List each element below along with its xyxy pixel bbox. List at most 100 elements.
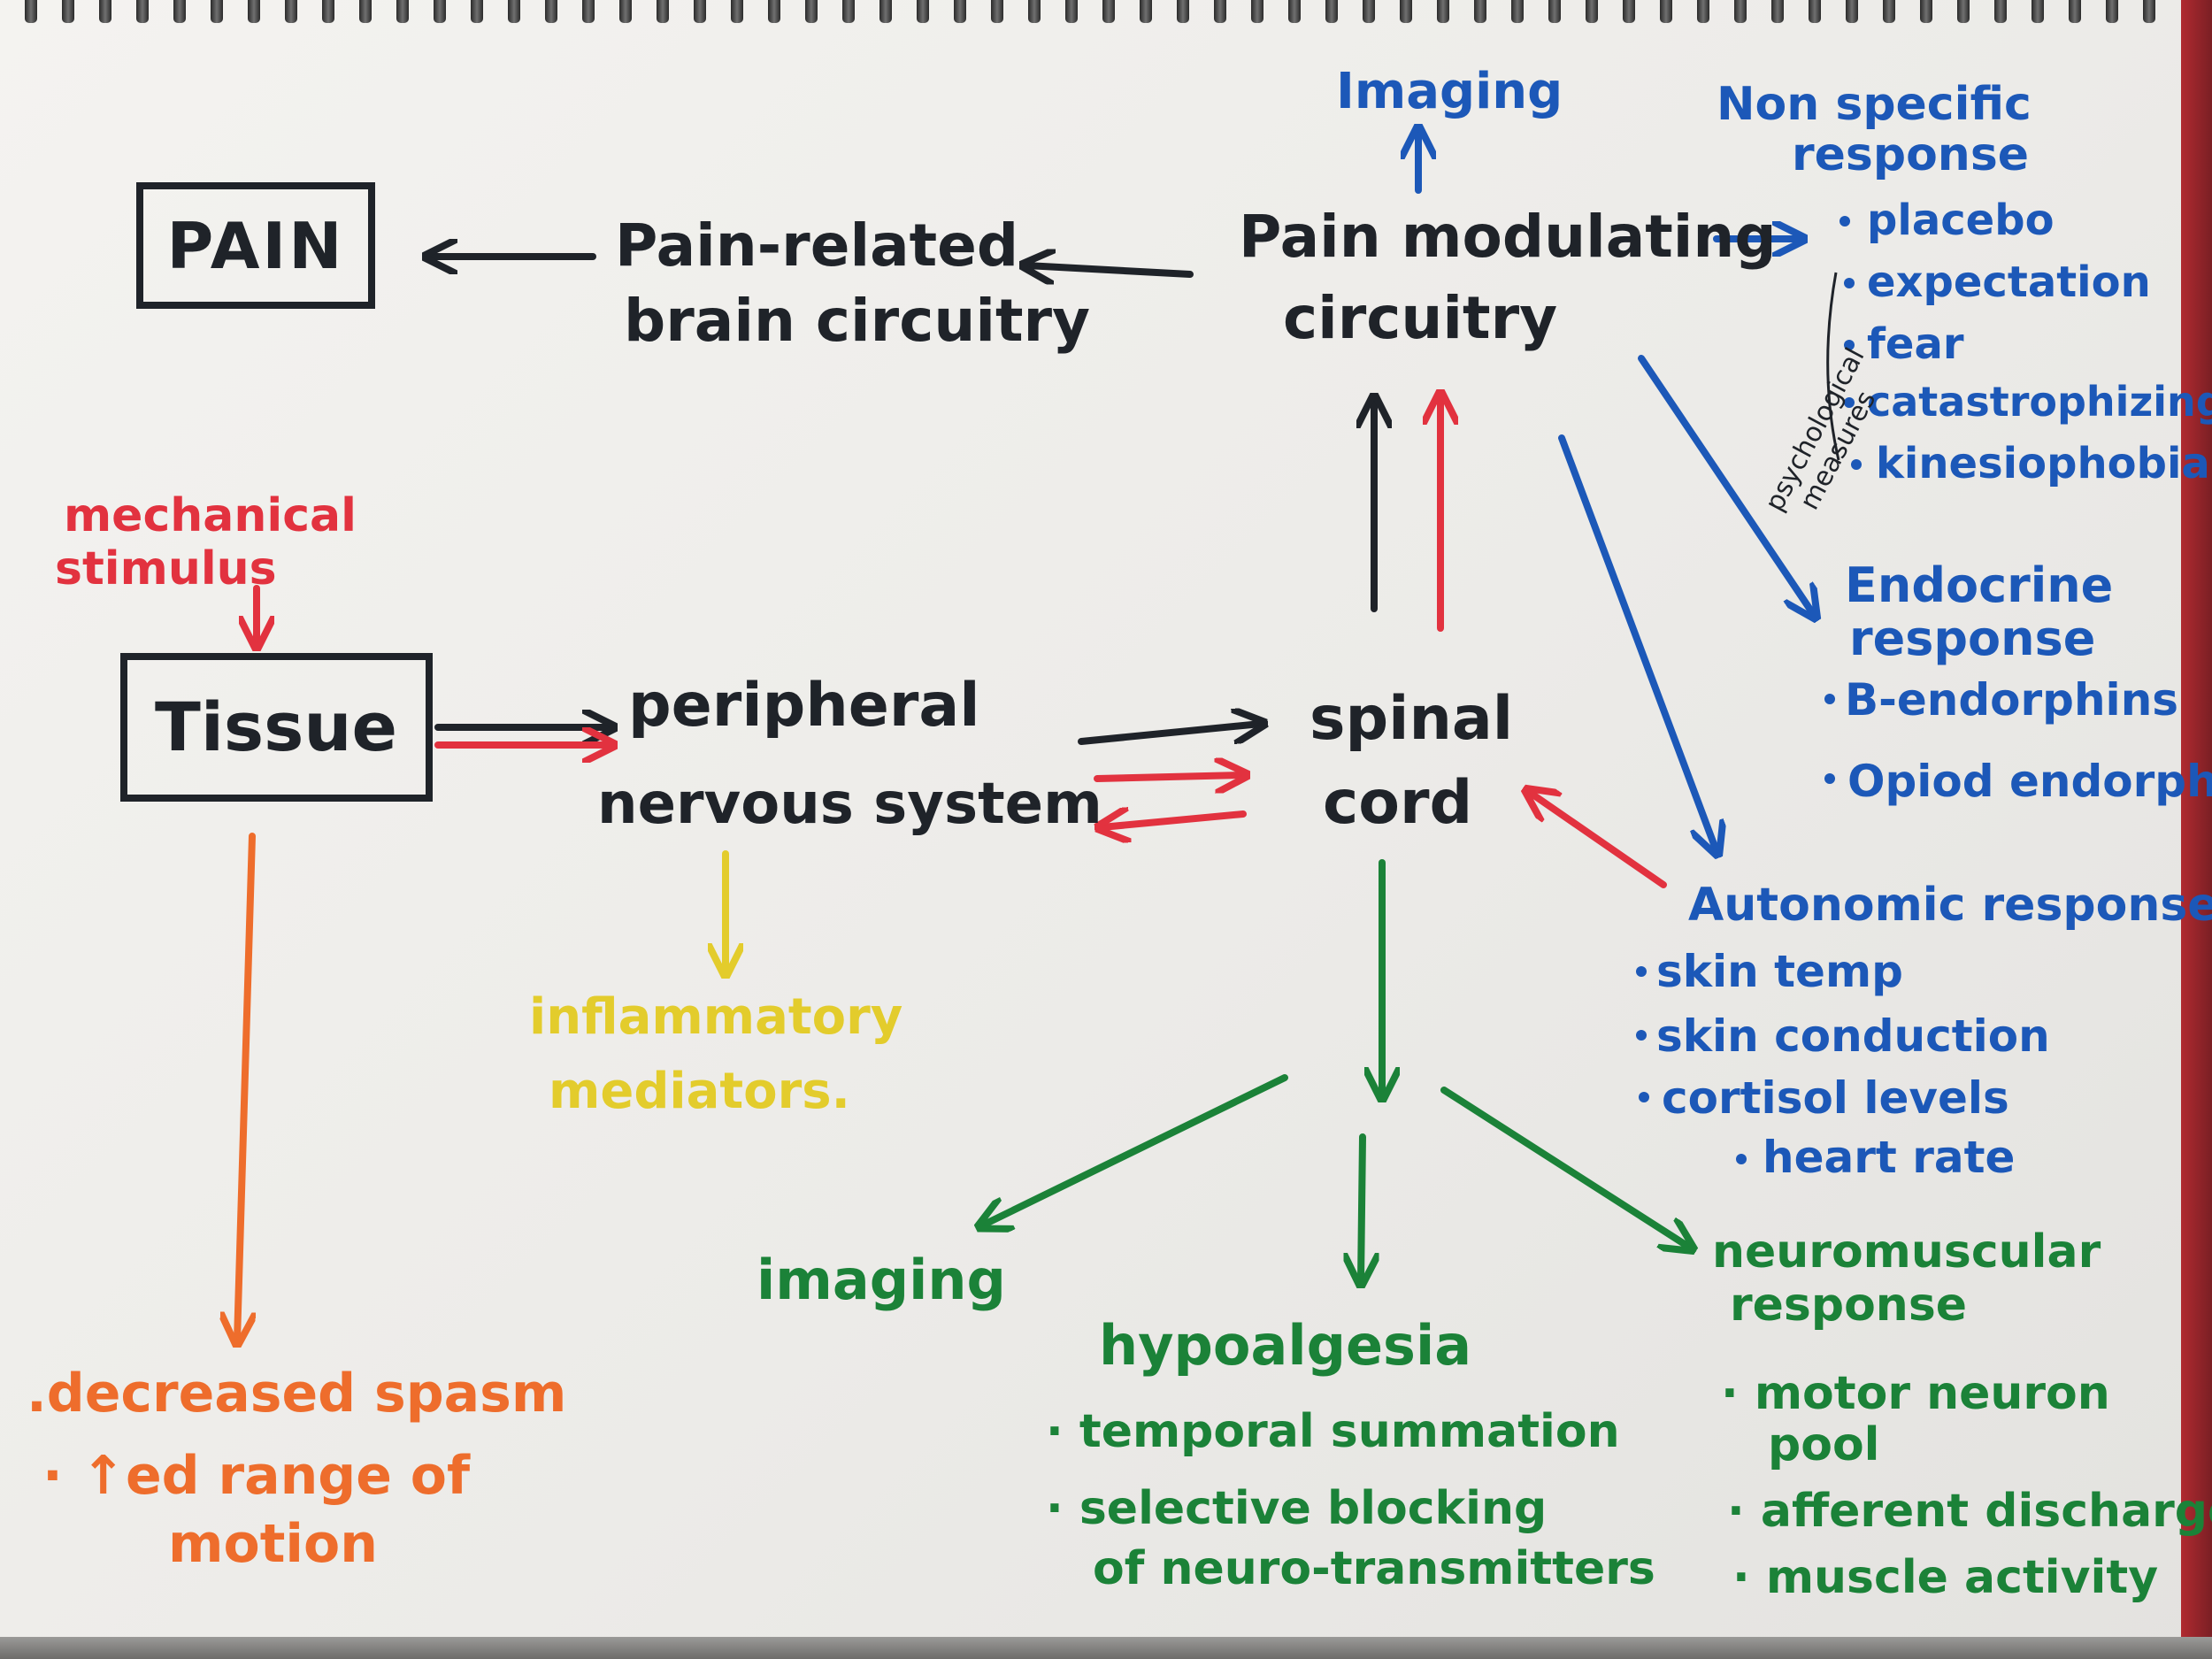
bullet xyxy=(1636,1030,1647,1041)
spinal-line1: spinal xyxy=(1310,684,1513,754)
tissue-box xyxy=(120,653,433,802)
binding-coil xyxy=(768,0,780,23)
binding-coil xyxy=(1400,0,1412,23)
binding-coil xyxy=(1734,0,1747,23)
modulating-line1: Pain modulating xyxy=(1239,203,1777,271)
bullet xyxy=(1824,694,1835,704)
binding-coil xyxy=(2069,0,2081,23)
pain-brain-line1: Pain-related xyxy=(615,211,1018,280)
bullet xyxy=(1844,278,1855,288)
binding-coil xyxy=(582,0,595,23)
nonspecific-item: catastrophizing xyxy=(1867,378,2212,426)
inflammatory-line1: inflammatory xyxy=(529,988,902,1046)
nonspecific-item: expectation xyxy=(1867,257,2151,307)
nonspecific-list: placebo expectation fear catastrophizing… xyxy=(1867,196,2212,488)
endocrine-line1: Endocrine xyxy=(1845,557,2113,613)
binding-coil xyxy=(136,0,149,23)
binding-coil xyxy=(1363,0,1375,23)
neuromuscular-item: · afferent discharge xyxy=(1727,1485,2212,1538)
nonspecific-line1: Non specific xyxy=(1717,78,2032,131)
endocrine-list: B-endorphins Opiod endorphins xyxy=(1824,674,2212,807)
binding-coil xyxy=(1846,0,1858,23)
hypoalgesia-item: of neuro-transmitters xyxy=(1093,1542,1655,1595)
bullet xyxy=(1839,216,1850,227)
neuromuscular-item: · muscle activity xyxy=(1732,1551,2158,1604)
binding-coil xyxy=(1623,0,1635,23)
tissue-effect: · ↑ed range of xyxy=(42,1445,471,1507)
binding-coil xyxy=(1437,0,1449,23)
mechanical-line2: stimulus xyxy=(55,542,277,595)
binding-coil xyxy=(545,0,557,23)
spinal-line2: cord xyxy=(1323,768,1472,838)
pain-box xyxy=(136,182,375,309)
autonomic-item: cortisol levels xyxy=(1662,1072,2009,1124)
notebook-bottom-edge xyxy=(0,1637,2212,1659)
mechanical-line1: mechanical xyxy=(64,489,357,542)
tissue-effect: .decreased spasm xyxy=(27,1363,566,1425)
nonspecific-item: fear xyxy=(1867,319,1964,369)
binding-coil xyxy=(2143,0,2155,23)
binding-coil xyxy=(694,0,706,23)
binding-coil xyxy=(62,0,74,23)
autonomic-item: skin conduction xyxy=(1656,1010,2050,1062)
notebook-cover-edge xyxy=(2181,0,2212,1659)
binding-coil xyxy=(396,0,409,23)
arrow-to-neuromuscular xyxy=(1440,1087,1690,1248)
pns-line1: peripheral xyxy=(628,671,980,741)
binding-coil xyxy=(1325,0,1338,23)
arrow-tissue-to-effects xyxy=(237,833,256,1340)
bullet xyxy=(1824,773,1835,784)
arrow-modulating-to-brain xyxy=(1026,265,1194,274)
binding-coil xyxy=(1883,0,1895,23)
tissue-effect: motion xyxy=(168,1513,378,1575)
imaging-top-label: Imaging xyxy=(1336,63,1563,120)
hypoalgesia-label: hypoalgesia xyxy=(1099,1313,1471,1378)
arrow-autonomic-to-spinal xyxy=(1529,792,1667,888)
bullet xyxy=(1844,340,1855,350)
endocrine-item: B-endorphins xyxy=(1845,674,2178,726)
arrow-pns-to-spinal-black xyxy=(1078,724,1261,745)
binding-coil xyxy=(1771,0,1784,23)
binding-coil xyxy=(917,0,929,23)
arrow-to-imaging-bottom xyxy=(982,1074,1288,1225)
modulating-line2: circuitry xyxy=(1283,284,1557,352)
binding-coil xyxy=(508,0,520,23)
hypoalgesia-item: · selective blocking xyxy=(1046,1482,1547,1535)
neuromuscular-item: · motor neuron xyxy=(1721,1367,2110,1420)
nonspecific-item: kinesiophobia xyxy=(1876,439,2210,488)
endocrine-line2: response xyxy=(1849,611,2095,666)
arrow-modulating-to-endocrine xyxy=(1638,355,1814,615)
tissue-label: Tissue xyxy=(155,687,397,766)
arrow-spinal-to-pns-red xyxy=(1102,814,1247,827)
binding-coil xyxy=(1214,0,1226,23)
hypoalgesia-list: · temporal summation · selective blockin… xyxy=(1046,1405,1655,1595)
binding-coil xyxy=(1994,0,2007,23)
binding-coil xyxy=(173,0,186,23)
binding-coil xyxy=(1288,0,1301,23)
hypoalgesia-item: · temporal summation xyxy=(1046,1405,1620,1458)
bullet xyxy=(1851,459,1862,470)
binding-coil xyxy=(359,0,372,23)
binding-coil xyxy=(99,0,111,23)
binding-coil xyxy=(879,0,892,23)
binding-coil xyxy=(1177,0,1189,23)
binding-coil xyxy=(991,0,1003,23)
binding-coil xyxy=(805,0,818,23)
psych-bracket xyxy=(1826,272,1840,461)
bullet xyxy=(1639,1092,1649,1102)
binding-coil xyxy=(434,0,446,23)
binding-coil xyxy=(1660,0,1672,23)
pns-line2: nervous system xyxy=(597,772,1102,837)
neuromuscular-list: · motor neuron pool · afferent discharge… xyxy=(1721,1367,2212,1604)
binding-coil xyxy=(954,0,966,23)
nonspecific-item: placebo xyxy=(1867,196,2055,245)
binding-coil xyxy=(657,0,669,23)
binding-coil xyxy=(1920,0,1932,23)
pain-brain-line2: brain circuitry xyxy=(624,287,1090,355)
binding-coil xyxy=(731,0,743,23)
nonspecific-line2: response xyxy=(1792,128,2029,181)
endocrine-item: Opiod endorphins xyxy=(1847,756,2212,807)
tissue-effects-list: .decreased spasm · ↑ed range of motion xyxy=(27,1363,566,1575)
binding-coil xyxy=(1957,0,1970,23)
